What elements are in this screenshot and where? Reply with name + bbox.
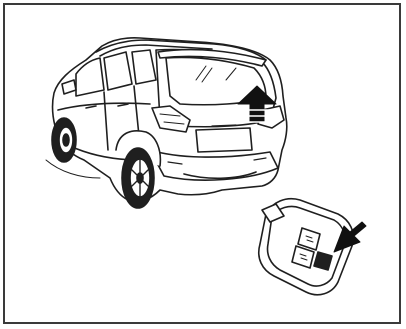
tailgate-button <box>314 252 332 270</box>
front-wheel <box>52 118 76 162</box>
suv-illustration <box>46 38 287 208</box>
